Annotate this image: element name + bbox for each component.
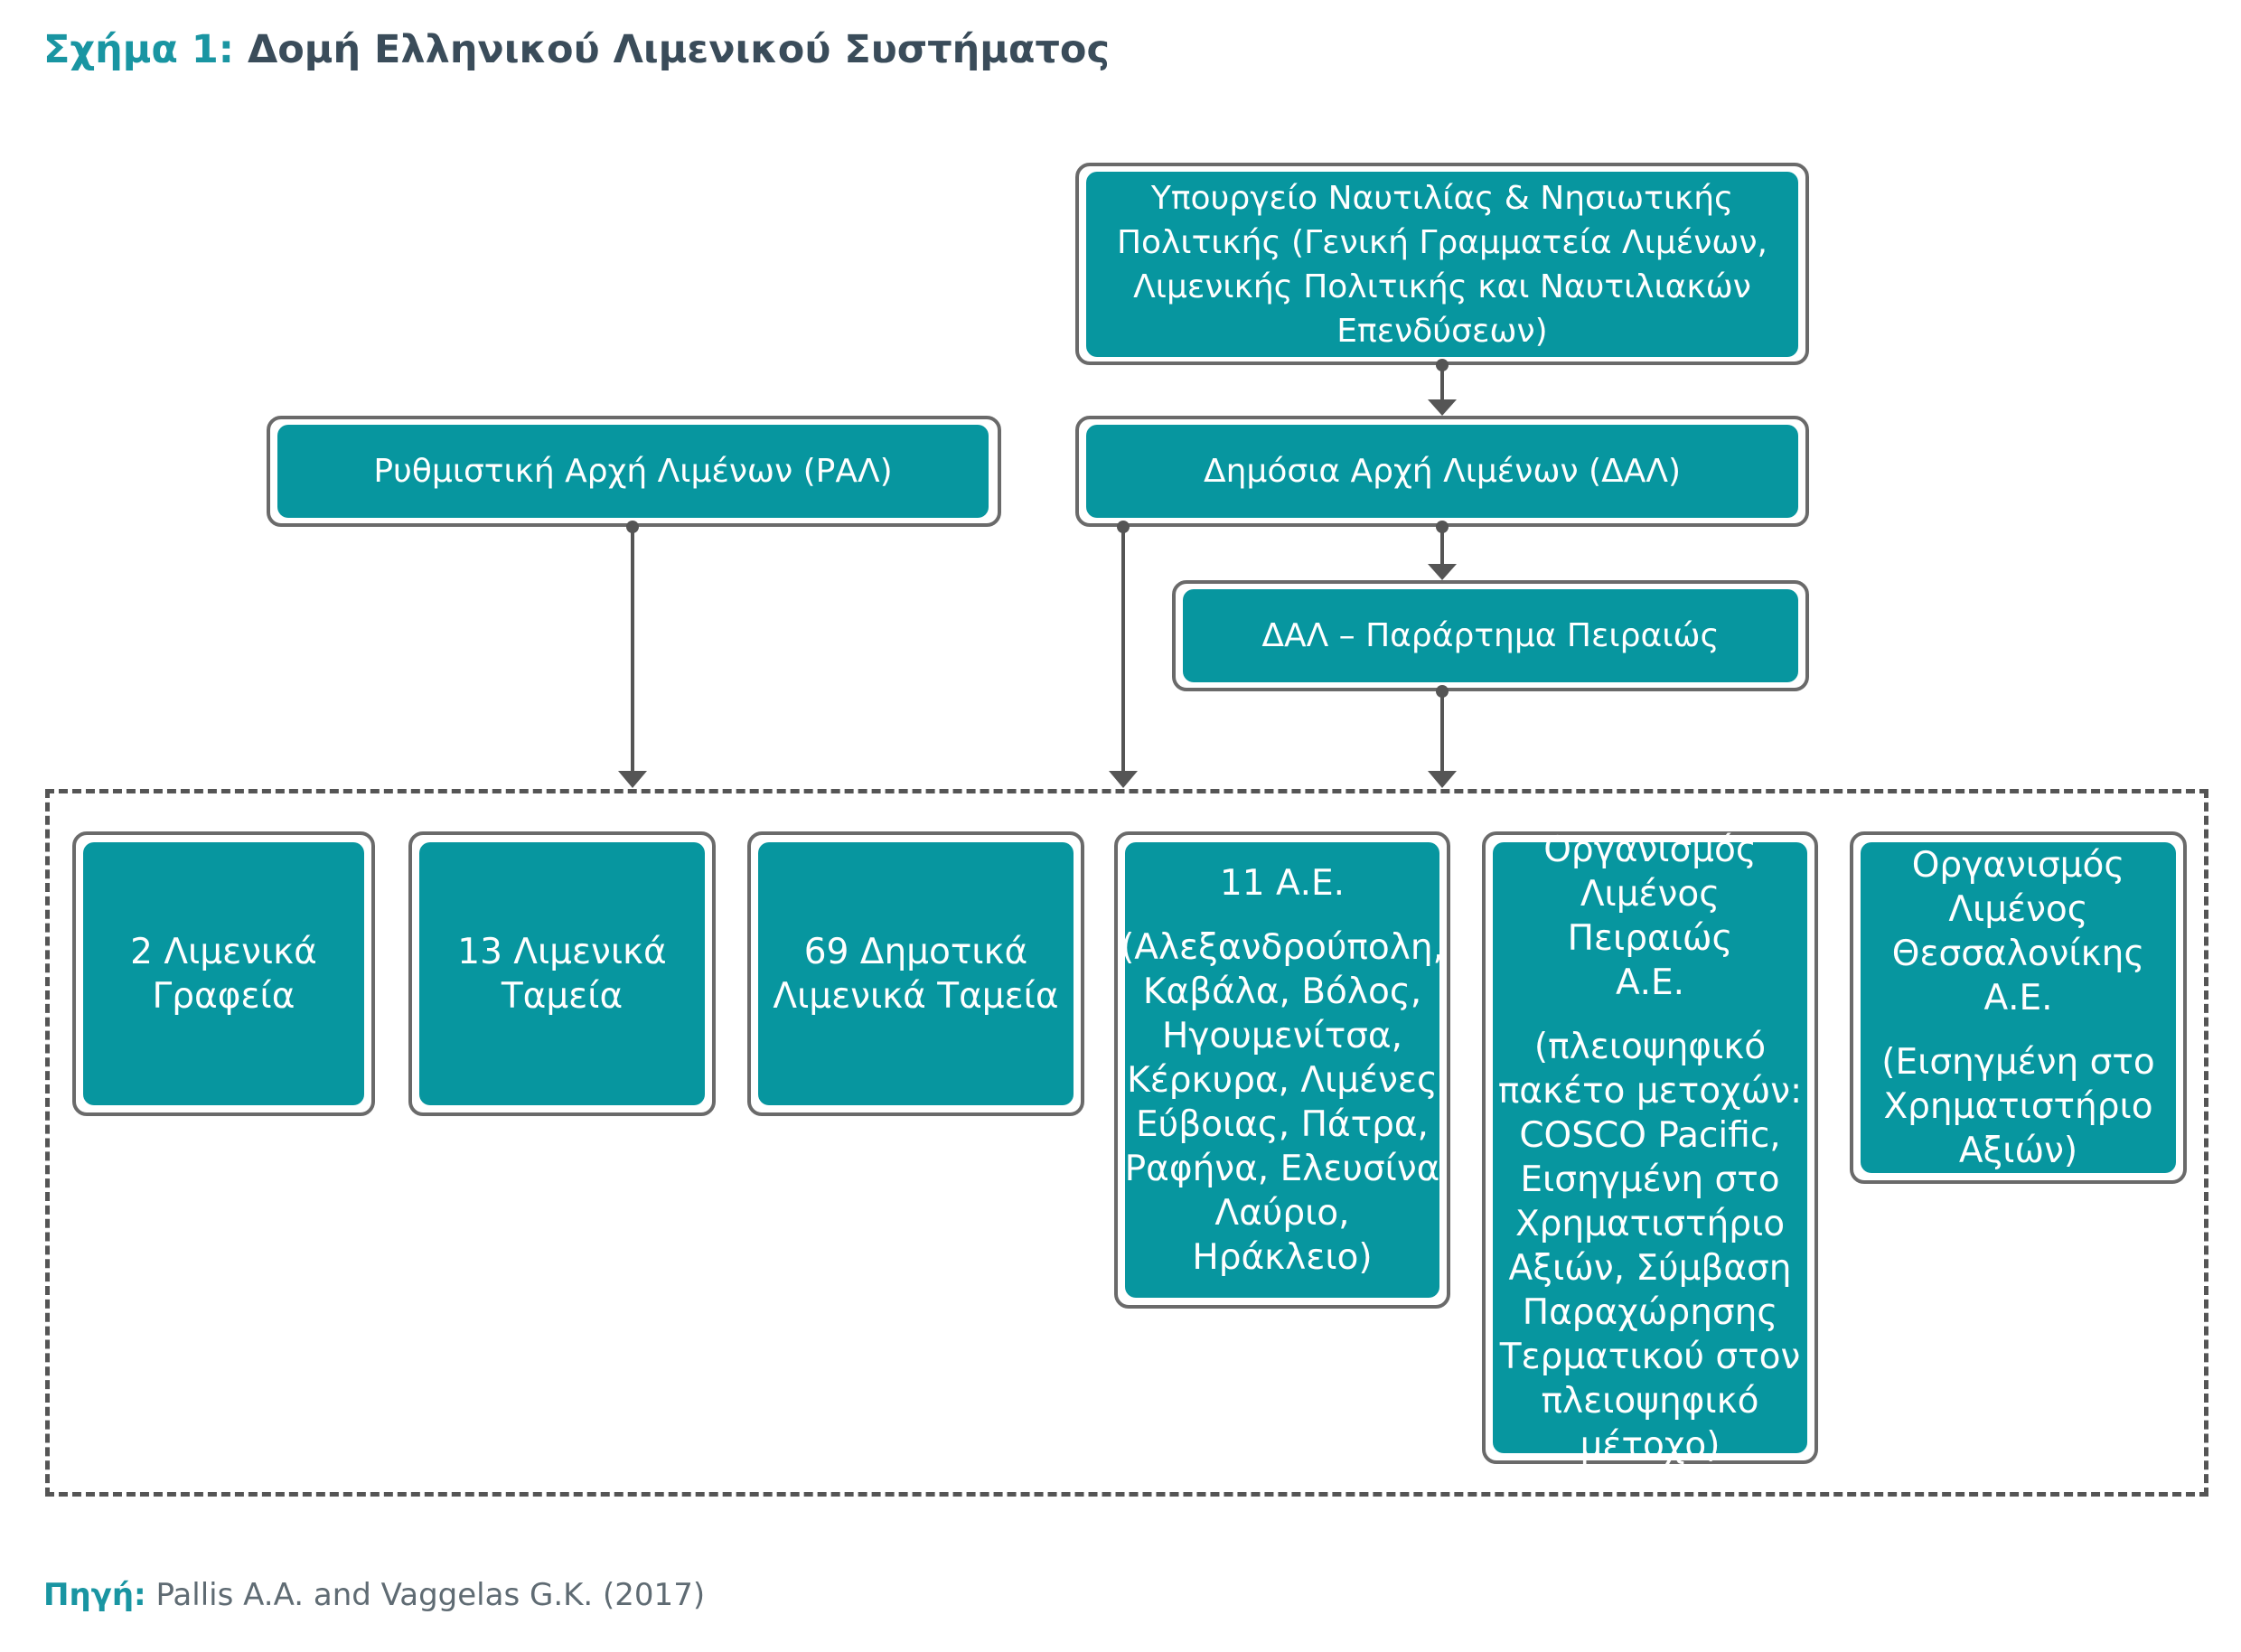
olp-line: πλειοψηφικό	[1541, 1381, 1759, 1422]
sa11-line: Ραφήνα, Ελευσίνα	[1124, 1148, 1440, 1189]
olp-line: (πλειοψηφικό	[1533, 1027, 1767, 1067]
source-note: Πηγή: Pallis A.A. and Vaggelas G.K. (201…	[43, 1577, 705, 1613]
olp-line: Τερματικού στον	[1499, 1337, 1801, 1377]
source-text: Pallis A.A. and Vaggelas G.K. (2017)	[155, 1577, 706, 1613]
olp-box: Οργανισμός Λιμένος Πειραιώς Α.Ε. (πλειοψ…	[1493, 830, 1807, 1466]
ral-label: Ρυθμιστική Αρχή Λιμένων (ΡΑΛ)	[373, 453, 893, 490]
municipal-funds-line: Λιμενικά Ταμεία	[773, 975, 1059, 1017]
connector-dot	[1436, 359, 1449, 371]
olth-line: Αξιών)	[1958, 1130, 2078, 1171]
figure-title-lead: Σχήμα 1:	[43, 27, 234, 72]
sa11-line: Λαύριο, Ηράκλειο)	[1192, 1192, 1373, 1278]
olp-head: Οργανισμός	[1543, 830, 1757, 870]
connector-dot	[1436, 685, 1449, 698]
port-offices-box: 2 Λιμενικά Γραφεία	[83, 842, 364, 1105]
arrowhead	[1428, 564, 1457, 580]
connector-dot	[626, 521, 639, 533]
olth-head: Θεσσαλονίκης Α.Ε.	[1891, 933, 2145, 1018]
figure-title-text: Δομή Ελληνικού Λιμενικού Συστήματος	[247, 27, 1110, 72]
ministry-line: Πολιτικής (Γενική Γραμματεία Λιμένων,	[1116, 223, 1768, 261]
olth-head: Λιμένος	[1948, 888, 2088, 930]
dal-box: Δημόσια Αρχή Λιμένων (ΔΑΛ)	[1086, 425, 1798, 518]
ral-box: Ρυθμιστική Αρχή Λιμένων (ΡΑΛ)	[277, 425, 989, 518]
source-lead: Πηγή:	[43, 1577, 146, 1613]
ministry-line: Υπουργείο Ναυτιλίας & Νησιωτικής	[1150, 179, 1734, 217]
port-funds-line: Ταμεία	[501, 975, 624, 1017]
ministry-line: Λιμενικής Πολιτικής και Ναυτιλιακών	[1133, 268, 1751, 305]
sa11-line: Καβάλα, Βόλος,	[1142, 971, 1422, 1012]
olth-head: Οργανισμός	[1911, 844, 2125, 886]
olp-line: Αξιών, Σύμβαση	[1508, 1248, 1792, 1289]
olth-line: Χρηματιστήριο	[1883, 1085, 2153, 1127]
arrowhead	[1109, 771, 1138, 788]
olp-line: Χρηματιστήριο	[1514, 1204, 1786, 1244]
olp-line: Εισηγμένη στο	[1520, 1159, 1780, 1200]
port-offices-line: 2 Λιμενικά	[130, 931, 317, 972]
dal-label: Δημόσια Αρχή Λιμένων (ΔΑΛ)	[1203, 453, 1682, 490]
olp-head: Α.Ε.	[1615, 962, 1685, 1003]
sa11-line: Κέρκυρα, Λιμένες	[1127, 1059, 1438, 1101]
municipal-funds-line: 69 Δημοτικά	[803, 931, 1028, 972]
dal-piraeus-box: ΔΑΛ – Παράρτημα Πειραιώς	[1183, 589, 1798, 682]
olp-line: COSCO Pacific,	[1519, 1115, 1781, 1156]
sa11-head: 11 Α.Ε.	[1219, 862, 1346, 904]
sa11-line: (Αλεξανδρούπολη,	[1120, 926, 1444, 968]
port-offices-line: Γραφεία	[152, 975, 295, 1017]
olp-line: Παραχώρησης	[1522, 1292, 1778, 1333]
arrowhead	[618, 771, 647, 788]
olp-line: πακέτο μετοχών:	[1497, 1071, 1803, 1112]
connector-dot	[1117, 521, 1130, 533]
sa11-line: Ηγουμενίτσα,	[1161, 1015, 1402, 1056]
arrowhead	[1428, 399, 1457, 416]
sa11-box: 11 Α.Ε. (Αλεξανδρούπολη, Καβάλα, Βόλος, …	[1120, 842, 1444, 1298]
olp-line: μέτοχο)	[1580, 1425, 1721, 1466]
arrowhead	[1428, 771, 1457, 788]
connector-dot	[1436, 521, 1449, 533]
port-funds-line: 13 Λιμενικά	[457, 931, 667, 972]
dal-piraeus-label: ΔΑΛ – Παράρτημα Πειραιώς	[1261, 617, 1720, 654]
olth-line: (Εισηγμένη στο	[1881, 1041, 2155, 1083]
port-entities-group	[45, 789, 2208, 1497]
ministry-box: Υπουργείο Ναυτιλίας & Νησιωτικής Πολιτικ…	[1086, 172, 1798, 357]
port-funds-box: 13 Λιμενικά Ταμεία	[419, 842, 705, 1105]
sa11-line: Εύβοιας, Πάτρα,	[1136, 1103, 1429, 1145]
olth-box: Οργανισμός Λιμένος Θεσσαλονίκης Α.Ε. (Ει…	[1861, 842, 2176, 1173]
olp-head: Λιμένος Πειραιώς	[1567, 874, 1733, 959]
ministry-line: Επενδύσεων)	[1336, 312, 1548, 350]
municipal-funds-box: 69 Δημοτικά Λιμενικά Ταμεία	[758, 842, 1074, 1105]
figure-title: Σχήμα 1: Δομή Ελληνικού Λιμενικού Συστήμ…	[43, 27, 1110, 72]
